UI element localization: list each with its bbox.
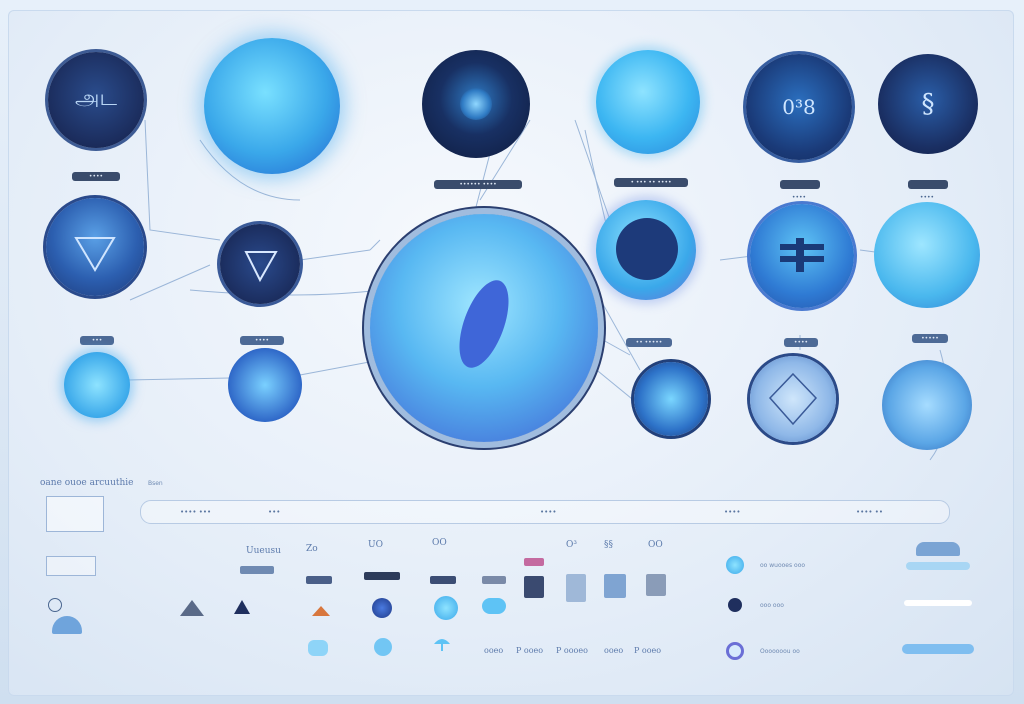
label-r2-5: •••• — [919, 194, 935, 201]
small-sphere-icon — [374, 638, 392, 656]
cone-icon — [244, 251, 278, 283]
sphere-icon — [434, 596, 458, 620]
chip-2[interactable] — [306, 576, 332, 584]
central-orb[interactable] — [370, 214, 598, 442]
progress-track[interactable] — [906, 562, 970, 570]
orb-dark-1[interactable]: அட — [48, 52, 144, 148]
cloud-row-icon — [902, 644, 974, 654]
chip-8[interactable] — [566, 574, 586, 602]
timeline-label-2: ••• — [268, 508, 281, 516]
right-label-2: ooo ooo — [760, 602, 784, 609]
code-1: ooeo — [484, 646, 504, 655]
orb-small-2[interactable] — [228, 348, 302, 422]
orb-label-6 — [908, 180, 948, 189]
triangle-icon — [74, 237, 116, 272]
timeline-bar[interactable] — [140, 500, 950, 524]
orb-bright-2[interactable] — [596, 50, 700, 154]
right-sphere-icon — [726, 556, 744, 574]
section-heading: oane ouoe arcuuthie — [40, 478, 134, 488]
mountain-icon — [180, 600, 204, 616]
orb-dark-4[interactable]: § — [878, 54, 978, 154]
col-title-1: Uueusu — [246, 546, 281, 556]
code-3: P oooeo — [556, 646, 588, 655]
orb-small-3[interactable] — [634, 362, 708, 436]
col-title-6: §§ — [604, 540, 613, 550]
orb-cone[interactable] — [220, 224, 300, 304]
col-title-7: OO — [648, 540, 663, 550]
orb-label-5 — [780, 180, 820, 189]
dot-icon — [372, 598, 392, 618]
orb-bright-1[interactable] — [204, 38, 340, 174]
orb-glyph: அட — [75, 86, 117, 111]
col-title-3: UO — [368, 540, 383, 550]
orb-label-4: • ••• •• •••• — [614, 178, 688, 187]
right-label-3: Ooooooou oo — [760, 648, 800, 655]
chip-5[interactable] — [482, 576, 506, 584]
input-line[interactable] — [904, 600, 972, 606]
code-2: P ooeo — [516, 646, 544, 655]
drop-icon — [616, 218, 678, 280]
timeline-label-5: •••• •• — [856, 508, 883, 516]
lens-icon — [460, 88, 492, 120]
chip-1[interactable] — [240, 566, 274, 574]
side-card[interactable] — [46, 556, 96, 576]
chip-9[interactable] — [604, 574, 626, 598]
orb-label-1: •••• — [72, 172, 120, 181]
info-card[interactable] — [46, 496, 104, 532]
timeline-label-3: •••• — [540, 508, 557, 516]
dome-icon — [52, 616, 82, 634]
pill-r3-2: •••• — [240, 336, 284, 345]
col-title-2: Zo — [306, 544, 318, 554]
right-dot-icon — [728, 598, 742, 612]
cloud-icon — [482, 598, 506, 614]
leaf-icon — [459, 280, 509, 368]
timeline-label-4: •••• — [724, 508, 741, 516]
orange-triangle-icon — [312, 606, 330, 616]
ring-icon — [48, 598, 62, 612]
timeline-label-1: •••• ••• — [180, 508, 212, 516]
orb-dark-2[interactable] — [422, 50, 530, 158]
pill-r3-4: •••• — [784, 338, 818, 347]
chip-4[interactable] — [430, 576, 456, 584]
chip-10[interactable] — [646, 574, 666, 596]
orb-glyph: § — [921, 89, 935, 119]
section-tag: Bsen — [148, 480, 163, 487]
label-r2-4: •••• — [791, 194, 807, 201]
code-4: ooeo — [604, 646, 624, 655]
small-cloud-icon — [308, 640, 328, 656]
orb-label-3: •••••• •••• — [434, 180, 522, 189]
ring-gradient-icon — [726, 642, 744, 660]
right-label-1: oo wuooes ooo — [760, 562, 806, 569]
col-title-5: O³ — [566, 540, 577, 550]
pill-r3-3: •• ••••• — [626, 338, 672, 347]
cloud-stack-icon — [916, 542, 960, 556]
chip-6[interactable] — [524, 558, 544, 566]
orb-drop[interactable] — [596, 200, 696, 300]
bars-icon — [780, 238, 824, 272]
orb-globe[interactable] — [882, 360, 972, 450]
orb-small-1[interactable] — [64, 352, 130, 418]
orb-gem[interactable] — [750, 356, 836, 442]
col-title-4: OO — [432, 538, 447, 548]
orb-glyph: 0³8 — [782, 95, 816, 119]
diamond-icon — [768, 372, 818, 426]
orb-bars[interactable] — [750, 204, 854, 308]
pill-r3-1: ••• — [80, 336, 114, 345]
pill-r3-5: ••••• — [912, 334, 948, 343]
chip-3[interactable] — [364, 572, 400, 580]
orb-dark-3[interactable]: 0³8 — [746, 54, 852, 160]
orb-triangle[interactable] — [46, 198, 144, 296]
umbrella-icon — [434, 639, 450, 651]
peak-icon — [234, 600, 250, 614]
code-5: P ooeo — [634, 646, 662, 655]
chip-7[interactable] — [524, 576, 544, 598]
orb-swirl[interactable] — [874, 202, 980, 308]
